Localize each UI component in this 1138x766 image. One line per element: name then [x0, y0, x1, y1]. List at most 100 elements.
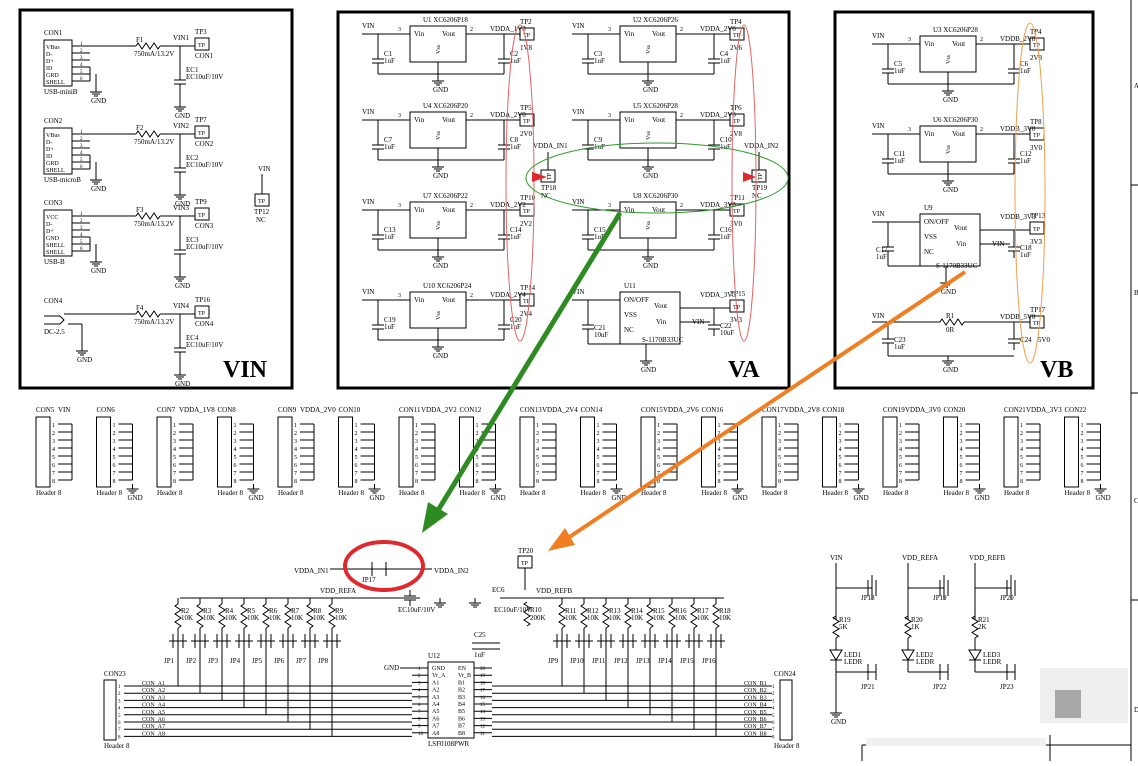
header-pin-num: 6 — [1081, 463, 1084, 469]
net-label: VIN — [830, 554, 842, 562]
header-pin-num: 5 — [1020, 455, 1023, 461]
regulator-pin: VSS — [924, 233, 937, 241]
header-type: Header 8 — [702, 489, 728, 497]
testpoint-box — [1029, 37, 1045, 51]
header-pin-num: 5 — [52, 455, 55, 461]
resistor-value: 2K — [978, 623, 987, 631]
pin-num: 2 — [980, 127, 983, 133]
resistor-symbol — [690, 603, 698, 629]
header-pin-num: 3 — [234, 439, 237, 445]
header-pin-num: 4 — [234, 447, 237, 453]
cap-ref: C10 — [720, 136, 732, 144]
pin-num: 3 — [398, 27, 401, 33]
header-pin-num: 4 — [52, 447, 55, 453]
dc-jack-symbol — [44, 315, 65, 325]
cap-ref: C3 — [594, 50, 603, 58]
header-body — [277, 416, 293, 488]
gnd-label: GND — [1096, 494, 1111, 502]
jumper-ref: JP18 — [861, 594, 875, 602]
testpoint-box — [519, 27, 535, 41]
pin-num: 3 — [908, 37, 911, 43]
header-type: Header 8 — [339, 489, 365, 497]
net-label: VIN4 — [173, 302, 189, 310]
connector-ref: CON24 — [774, 670, 796, 678]
resistor-ref: R10 — [530, 606, 542, 614]
ic-pin-name: A8 — [432, 731, 439, 737]
resistor-symbol — [306, 603, 314, 629]
led-symbol — [829, 649, 843, 661]
va-panel-title: VA — [728, 357, 760, 383]
va-left-ellipse — [505, 24, 535, 342]
vin-label: VIN — [872, 32, 884, 40]
pin-num: 3 — [908, 127, 911, 133]
header-pin-num: 7 — [718, 471, 721, 477]
net-label: VDDA_2V0 — [490, 111, 526, 119]
orange-arrow-shaft — [566, 270, 967, 540]
led-ref: LED1 — [844, 651, 862, 659]
net-label: CON_B5 — [744, 710, 767, 716]
cap-ref: EC4 — [186, 334, 199, 342]
fuse-value: 750mA/13.2V — [134, 220, 174, 228]
fuse-symbol — [135, 212, 161, 220]
testpoint-nc: NC — [752, 192, 762, 200]
header-type: Header 8 — [641, 489, 667, 497]
regulator-pin: Vout — [442, 30, 455, 38]
header-pin-num: 7 — [960, 471, 963, 477]
regulator-pin: Vin — [624, 30, 635, 38]
regulator-part: S-1170B33UC — [642, 336, 684, 344]
testpoint-con: CON3 — [195, 222, 214, 230]
connector-pin-name: D+ — [46, 59, 54, 65]
resistor-symbol — [646, 603, 654, 629]
regulator-ref: U2 XC6206P26 — [633, 16, 678, 24]
connector-pin-name: GRD — [46, 161, 59, 167]
header-type: Header 8 — [581, 489, 607, 497]
header-ref: CON15 — [641, 406, 663, 414]
vin-label: VIN — [572, 288, 584, 296]
led-ref: LED3 — [983, 651, 1001, 659]
cap-value: 1uF — [384, 143, 395, 151]
testpoint-label: TP — [547, 172, 553, 180]
cap-ref: C1 — [384, 50, 393, 58]
ic-pin-name: Vr_B — [458, 673, 471, 679]
cap-value: 1uF — [384, 323, 395, 331]
resistor-value: 5K — [839, 623, 848, 631]
testpoint-label: TP — [198, 213, 206, 219]
cap-value: EC10uF/10V — [398, 606, 435, 614]
pin-num: 3 — [398, 113, 401, 119]
testpoint-ref: TP17 — [1030, 306, 1046, 314]
ic-pin-name: GND — [432, 666, 446, 672]
testpoint-label: TP — [1033, 321, 1041, 327]
resistor-value: 10K — [225, 614, 237, 622]
header-pin-num: 5 — [657, 455, 660, 461]
testpoint-ref: TP11 — [730, 194, 745, 202]
pin-num: 3 — [80, 226, 83, 231]
connector-pin-name: ID — [46, 66, 53, 72]
header-pin-num: 3 — [718, 439, 721, 445]
ic-pin-name: A7 — [432, 724, 439, 730]
header-body — [1064, 416, 1079, 488]
testpoint-box — [729, 113, 745, 127]
regulator-pin: Vin — [414, 296, 425, 304]
ic-pin-name: B6 — [458, 716, 465, 722]
testpoint-ref: TP4 — [730, 18, 742, 26]
net-label: CON_B2 — [744, 688, 767, 694]
testpoint-box — [519, 293, 535, 307]
fuse-ref: F2 — [136, 124, 144, 132]
header-ref: CON21 — [1004, 406, 1026, 414]
net-label: VDD_REFB — [969, 554, 1006, 562]
jumper-ref: JP22 — [933, 683, 947, 691]
gnd-label: GND — [433, 172, 448, 180]
header-pin-num: 8 — [415, 479, 418, 485]
net-label: VDDB_3V0 — [1000, 125, 1036, 133]
vin-label: VIN — [362, 22, 374, 30]
resistor-value: 10K — [565, 614, 577, 622]
regulator-pin: NC — [924, 248, 934, 256]
header-pin-num: 2 — [657, 431, 660, 437]
connector-pin-name: D- — [46, 222, 52, 228]
resistor-symbol — [218, 603, 226, 629]
tp12-nc: NC — [256, 216, 266, 224]
cap-value: 1uF — [720, 143, 731, 151]
ic-pin-num: 6 — [418, 703, 421, 708]
header-pin-num: 7 — [597, 471, 600, 477]
